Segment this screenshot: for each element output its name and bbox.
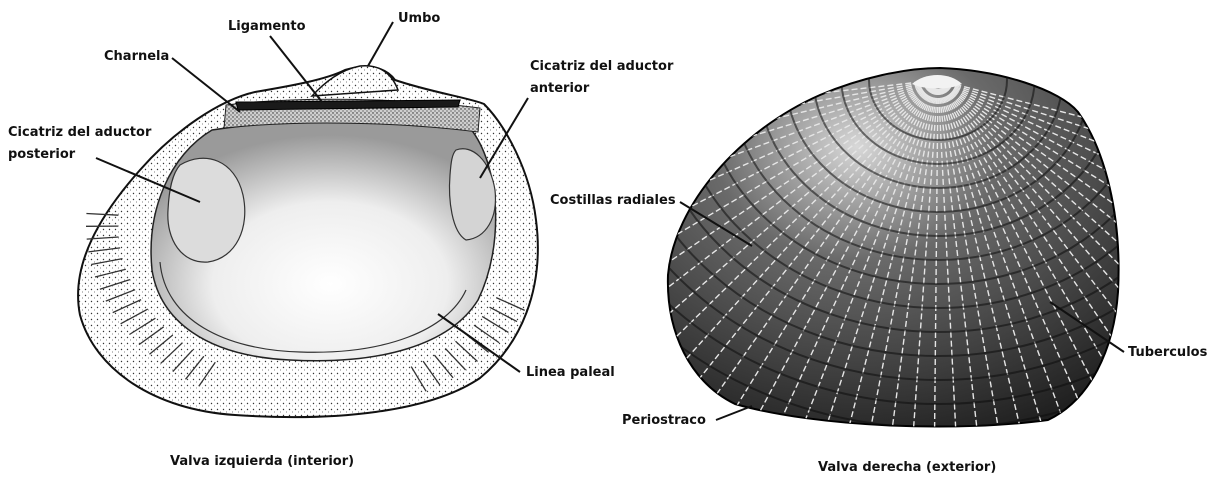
label-umbo: Umbo (398, 11, 440, 26)
posterior-adductor-scar (168, 158, 245, 262)
label-costillas-radiales: Costillas radiales (550, 193, 676, 208)
label-cicatriz-anterior-1: Cicatriz del aductor (530, 59, 674, 74)
captions: Valva izquierda (interior) Valva derecha… (170, 454, 996, 475)
label-linea-paleal: Linea paleal (526, 365, 615, 380)
leader-charnela (172, 58, 240, 112)
leader-umbo (368, 22, 393, 66)
caption-right-valve: Valva derecha (exterior) (818, 460, 996, 475)
leader-periostraco (716, 406, 752, 420)
label-cicatriz-posterior-1: Cicatriz del aductor (8, 125, 152, 140)
caption-left-valve: Valva izquierda (interior) (170, 454, 354, 469)
label-cicatriz-posterior-2: posterior (8, 147, 76, 162)
label-ligamento: Ligamento (228, 19, 306, 34)
label-tuberculos: Tuberculos (1128, 345, 1208, 360)
left-valve-interior (78, 66, 538, 417)
label-charnela: Charnela (104, 49, 169, 64)
label-cicatriz-anterior-2: anterior (530, 81, 590, 96)
label-periostraco: Periostraco (622, 413, 706, 428)
